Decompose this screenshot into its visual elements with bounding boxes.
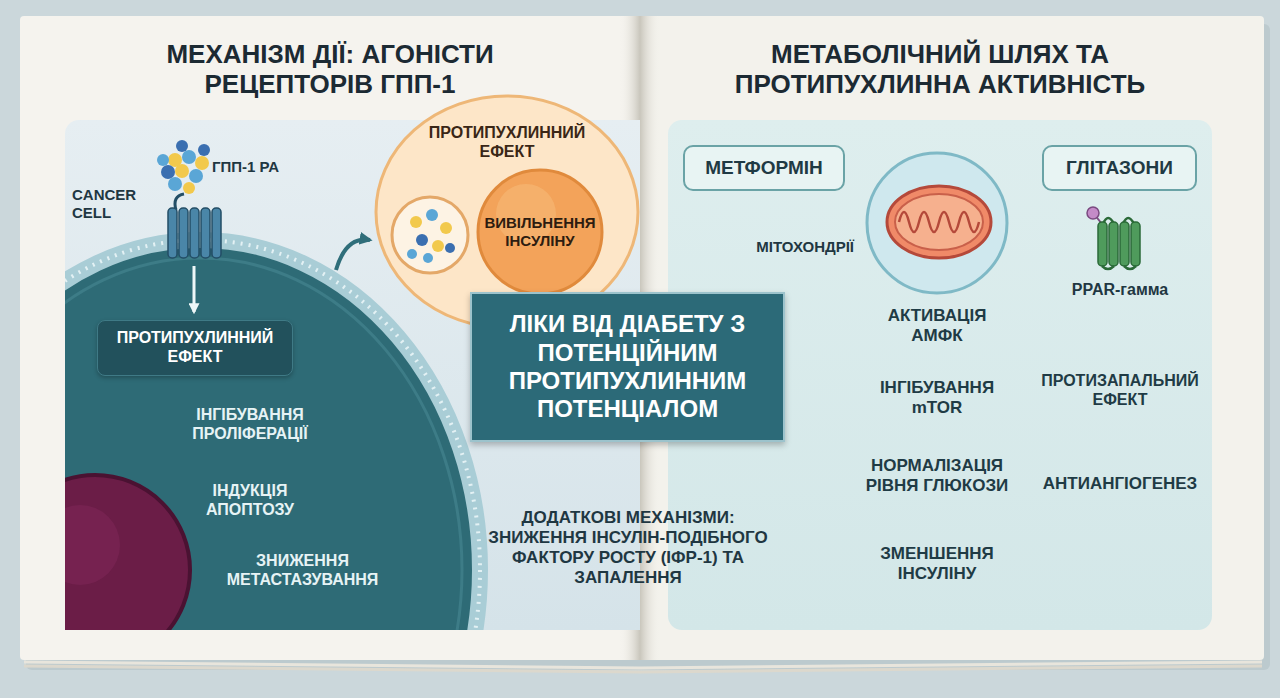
pathway-step: ЗМЕНШЕННЯ ІНСУЛІНУ [862, 540, 1012, 588]
receptor-symbol [168, 194, 221, 258]
signal-arrow [193, 266, 196, 312]
ligand-label: ГПП-1 РА [212, 158, 322, 176]
pathway-step: ІНГІБУВАННЯ mTOR [862, 374, 1012, 422]
ligand-cluster [157, 140, 210, 194]
node-text: ПРОТИЗАПАЛЬНИЙ ЕФЕКТ [1031, 372, 1209, 410]
drug-box: МЕТФОРМІН [683, 145, 845, 191]
note-text: ДОДАТКОВІ МЕХАНІЗМИ: ЗНИЖЕННЯ ІНСУЛІН-ПО… [488, 508, 768, 588]
ppar-node: PPAR-гамма [1060, 205, 1180, 305]
step-text-node: ІНДУКЦІЯ АПОПТОЗУ [190, 478, 310, 524]
page-heading: МЕХАНІЗМ ДІЇ: АГОНІСТИ РЕЦЕПТОРІВ ГПП-1 [90, 40, 570, 100]
node-text: АНТИАНГІОГЕНЕЗ [1034, 474, 1206, 494]
mitochondrion-illustration [864, 150, 1010, 296]
step-text-node: ЗНИЖЕННЯ МЕТАСТАЗУВАННЯ [215, 548, 390, 594]
title-banner: ЛІКИ ВІД ДІАБЕТУ З ПОТЕНЦІЙНИМ ПРОТИПУХЛ… [470, 292, 785, 442]
mitochondrion-node: МІТОХОНДРІЇ [864, 150, 1010, 296]
node-text: ІНГІБУВАННЯ mTOR [866, 378, 1008, 418]
node-text: ЗМЕНШЕННЯ ІНСУЛІНУ [866, 544, 1008, 584]
node-text: ЗНИЖЕННЯ МЕТАСТАЗУВАННЯ [219, 552, 386, 590]
node-text: ГЛІТАЗОНИ [1050, 157, 1189, 179]
node-text: ЛІКИ ВІД ДІАБЕТУ З ПОТЕНЦІЙНИМ ПРОТИПУХЛ… [484, 310, 771, 423]
pathway-step: НОРМАЛІЗАЦІЯ РІВНЯ ГЛЮКОЗИ [842, 452, 1032, 500]
pathway-step: АКТИВАЦІЯ АМФК [862, 302, 1012, 350]
cell-label: CANCER CELL [72, 186, 164, 221]
page-heading: МЕТАБОЛІЧНИЙ ШЛЯХ ТА ПРОТИПУХЛИННА АКТИВ… [680, 40, 1200, 100]
node-text: ІНГІБУВАННЯ ПРОЛІФЕРАЦІЇ [174, 406, 326, 444]
effect-box: ПРОТИПУХЛИННИЙ ЕФЕКТ [97, 320, 293, 376]
step-text-node: ІНГІБУВАННЯ ПРОЛІФЕРАЦІЇ [170, 402, 330, 448]
drug-box: ГЛІТАЗОНИ [1042, 145, 1197, 191]
release-arrow [336, 240, 370, 270]
node-text: АКТИВАЦІЯ АМФК [866, 306, 1008, 346]
ppar-receptor-symbol [1060, 205, 1180, 275]
node-text: ВИВІЛЬНЕННЯ ІНСУЛІНУ [484, 214, 596, 249]
node-text: МЕТФОРМІН [691, 157, 837, 179]
node-text: ПРОТИПУХЛИННИЙ ЕФЕКТ [407, 124, 607, 162]
node-text: PPAR-гамма [1060, 281, 1180, 300]
node-text: МІТОХОНДРІЇ [698, 238, 854, 256]
node-text: ІНДУКЦІЯ АПОПТОЗУ [194, 482, 306, 520]
pathway-step: АНТИАНГІОГЕНЕЗ [1030, 470, 1210, 498]
node-text: НОРМАЛІЗАЦІЯ РІВНЯ ГЛЮКОЗИ [846, 456, 1028, 496]
node-text: ПРОТИПУХЛИННИЙ ЕФЕКТ [108, 329, 282, 367]
pathway-step: ПРОТИЗАПАЛЬНИЙ ЕФЕКТ [1027, 368, 1213, 414]
insulin-circle: ВИВІЛЬНЕННЯ ІНСУЛІНУ [476, 168, 604, 296]
